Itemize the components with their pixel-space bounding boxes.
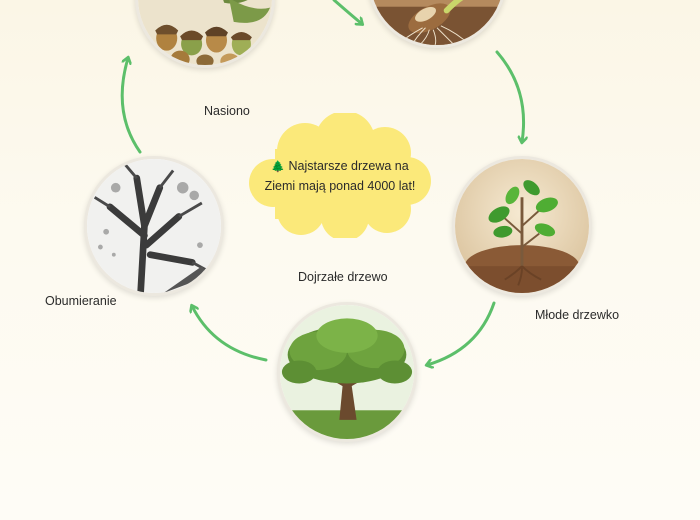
- cloud-shape: [249, 113, 431, 238]
- mature-oak-image: [280, 305, 414, 439]
- stage-dying: [84, 156, 224, 296]
- stage-label-seed: Nasiono: [204, 104, 250, 118]
- arrow-seed-to-sprout: [332, 0, 362, 24]
- arrow-dying-to-seed: [120, 58, 142, 154]
- stage-label-dying: Obumieranie: [45, 294, 117, 308]
- stage-mature: [277, 302, 417, 442]
- stage-young: [452, 156, 592, 296]
- fact-line-1: Najstarsze drzewa na: [288, 159, 409, 173]
- arrow-mature-to-dying: [192, 306, 268, 362]
- tree-icon: 🌲: [271, 161, 285, 173]
- fact-line-2: Ziemi mają ponad 4000 lat!: [264, 179, 416, 193]
- stage-label-young: Młode drzewko: [535, 308, 620, 322]
- arrow-young-to-mature: [427, 301, 496, 365]
- arrow-sprout-to-young: [495, 50, 524, 142]
- fact-text: 🌲 Najstarsze drzewa na Ziemi mają ponad …: [245, 157, 435, 196]
- dying-tree-image: [87, 159, 221, 293]
- fact-cloud: 🌲 Najstarsze drzewa na Ziemi mają ponad …: [245, 113, 435, 238]
- stage-label-mature: Dojrzałe drzewo: [298, 270, 388, 284]
- young-sapling-image: [455, 159, 589, 293]
